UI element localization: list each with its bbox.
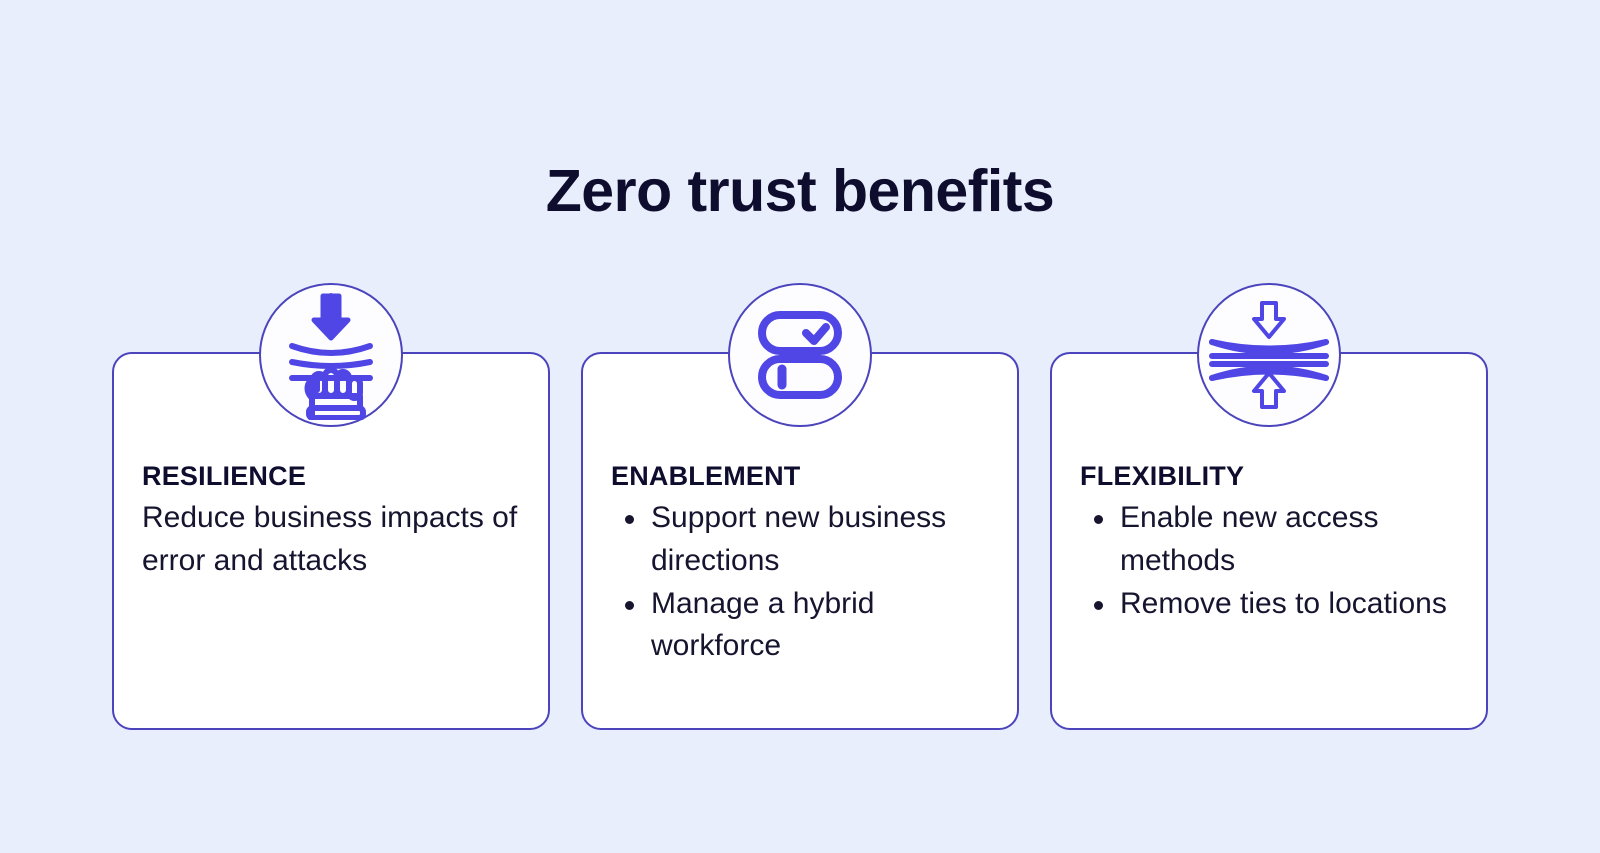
card-body: ENABLEMENT Support new business directio… <box>611 460 997 668</box>
resilience-icon <box>259 283 403 427</box>
card-description: Reduce business impacts of error and att… <box>142 500 518 577</box>
card-heading: RESILIENCE <box>142 461 307 491</box>
benefits-card-row: RESILIENCE Reduce business impacts of er… <box>112 283 1488 730</box>
list-item: Support new business directions <box>611 497 997 583</box>
list-item: Enable new access methods <box>1080 497 1466 583</box>
page-title: Zero trust benefits <box>545 157 1055 224</box>
benefit-card-enablement: ENABLEMENT Support new business directio… <box>581 283 1019 730</box>
benefit-card-flexibility: FLEXIBILITY Enable new access methods Re… <box>1050 283 1488 730</box>
list-item: Manage a hybrid workforce <box>611 583 997 669</box>
flexibility-icon <box>1197 283 1341 427</box>
card-body: FLEXIBILITY Enable new access methods Re… <box>1080 460 1466 625</box>
benefit-card-resilience: RESILIENCE Reduce business impacts of er… <box>112 283 550 730</box>
enablement-icon <box>728 283 872 427</box>
card-bullet-list: Support new business directions Manage a… <box>611 497 997 669</box>
card-heading: ENABLEMENT <box>611 461 801 491</box>
card-body: RESILIENCE Reduce business impacts of er… <box>142 460 528 583</box>
card-heading: FLEXIBILITY <box>1080 461 1245 491</box>
list-item: Remove ties to locations <box>1080 583 1466 626</box>
card-bullet-list: Enable new access methods Remove ties to… <box>1080 497 1466 626</box>
